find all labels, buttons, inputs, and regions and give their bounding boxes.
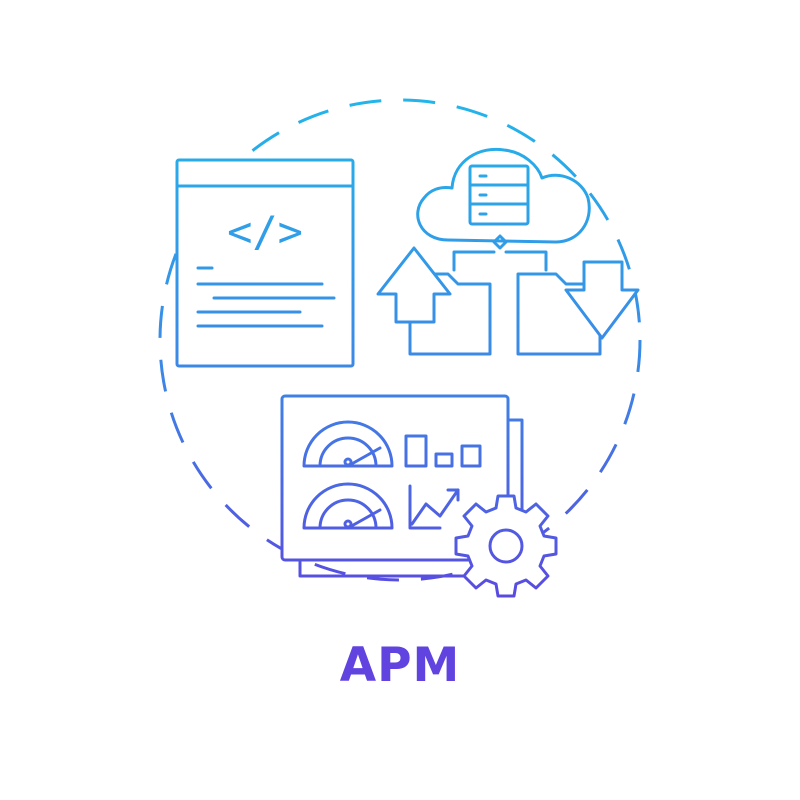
download-arrow-icon — [564, 260, 640, 340]
gauge-icon — [302, 420, 394, 468]
gear-icon — [454, 494, 558, 598]
gauge-icon — [302, 482, 394, 530]
cloud-server-icon — [416, 147, 591, 272]
upload-arrow-icon — [376, 246, 452, 324]
code-tag: </> — [227, 207, 303, 256]
dashed-circle-icon — [158, 98, 642, 582]
caption-title: APM — [339, 638, 461, 693]
code-window-icon: </> — [175, 158, 355, 368]
bar-chart-icon — [404, 434, 482, 468]
line-chart-icon — [408, 484, 460, 530]
